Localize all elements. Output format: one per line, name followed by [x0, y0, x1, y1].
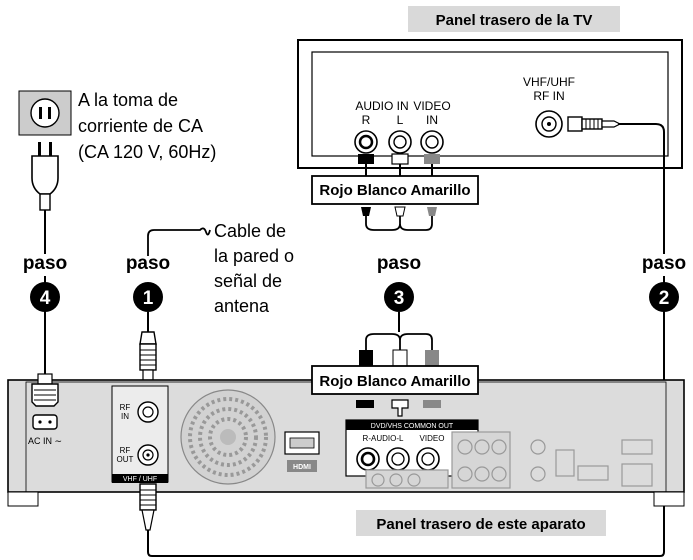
outlet-text-line3: (CA 120 V, 60Hz) — [78, 142, 216, 162]
tv-rear-panel — [297, 39, 683, 169]
unit-rf-in-label-2: IN — [121, 412, 129, 421]
unit-rf-in-jack — [137, 401, 159, 423]
unit-vhf-uhf-label: VHF / UHF — [123, 476, 157, 483]
unit-rf-out-jack — [137, 444, 159, 466]
rf-jack-panel — [111, 385, 169, 483]
step3-badge — [384, 282, 414, 312]
tv-panel-label: Panel trasero de la TV — [436, 12, 593, 29]
unit-rf-out-label-2: OUT — [117, 455, 134, 464]
cable-colors-label-bottom: Rojo Blanco Amarillo — [319, 373, 470, 390]
ac-in-label: AC IN ∼ — [28, 436, 62, 446]
rf-out-cable — [147, 530, 651, 557]
power-plug-top — [31, 142, 59, 211]
tv-rf-in-jack — [535, 110, 563, 138]
cable-colors-box-top — [311, 175, 479, 205]
wall-cable-squiggle — [147, 227, 211, 256]
wall-cable-text-line3: señal de — [214, 271, 282, 291]
tv-rca-plugs — [358, 153, 440, 176]
rca-plug-ends-top — [361, 206, 437, 231]
hdmi-port — [284, 431, 320, 472]
unit-panel-label: Panel trasero de este aparato — [376, 516, 585, 533]
tv-audio-l-label: L — [397, 113, 404, 127]
rf-out-plug — [139, 483, 157, 531]
step2-word: paso — [642, 253, 686, 274]
common-out-audio-l-jack — [386, 447, 410, 471]
outlet-text-line1: A la toma de — [78, 90, 178, 110]
common-video-label: VIDEO — [420, 434, 445, 443]
step4-number: 4 — [40, 288, 51, 309]
wall-cable-text-line2: la pared o — [214, 246, 294, 266]
unit-panel-label-bg — [356, 510, 606, 536]
r-audio-l-label: R-AUDIO-L — [363, 434, 404, 443]
tv-rf-plug — [567, 116, 622, 132]
outlet-text-line2: corriente de CA — [78, 116, 203, 136]
wall-cable-text-line4: antena — [214, 296, 270, 316]
step2-number: 2 — [659, 288, 670, 309]
step2-badge — [649, 282, 679, 312]
cable-colors-label-top: Rojo Blanco Amarillo — [319, 182, 470, 199]
tv-video-in-label-top: VIDEO — [413, 99, 450, 113]
tv-video-in-label-bottom: IN — [426, 113, 438, 127]
step4-badge — [30, 282, 60, 312]
step4-word-front: paso — [23, 253, 67, 274]
wall-outlet-icon — [18, 90, 72, 136]
rf-cable-step2 — [618, 123, 665, 557]
step3-number: 3 — [394, 288, 405, 309]
unit-rf-in-label-1: RF — [120, 403, 131, 412]
step1-word: paso — [126, 253, 170, 274]
wall-cable-text-line1: Cable de — [214, 221, 286, 241]
unit-rf-out-label-1: RF — [120, 446, 131, 455]
tv-audio-l-jack — [388, 130, 412, 154]
hdmi-logo: HDMI — [293, 464, 311, 471]
step1-number: 1 — [143, 288, 154, 309]
tv-rf-in-label-top: VHF/UHF — [523, 75, 575, 89]
power-plug-bottom — [31, 373, 59, 407]
tv-audio-r-jack — [354, 130, 378, 154]
other-output-jacks — [365, 431, 653, 489]
tv-panel-label-bg — [408, 6, 620, 32]
tv-audio-r-label: R — [362, 113, 371, 127]
tv-video-in-jack — [420, 130, 444, 154]
unit-rca-plugs — [356, 399, 441, 417]
fan-grille — [180, 389, 276, 485]
cable-colors-box-bottom — [311, 365, 479, 395]
tv-audio-in-label: AUDIO IN — [355, 99, 408, 113]
common-out-video-jack — [416, 447, 440, 471]
rca-plug-ends-bottom — [359, 333, 439, 367]
common-out-label: DVD/VHS COMMON OUT — [371, 423, 454, 430]
step1-badge — [133, 282, 163, 312]
step3-word: paso — [377, 253, 421, 274]
ac-in-socket — [32, 414, 58, 430]
common-out-audio-r-jack — [356, 447, 380, 471]
antenna-plug — [139, 331, 157, 383]
tv-rf-in-label-bottom: RF IN — [533, 89, 564, 103]
